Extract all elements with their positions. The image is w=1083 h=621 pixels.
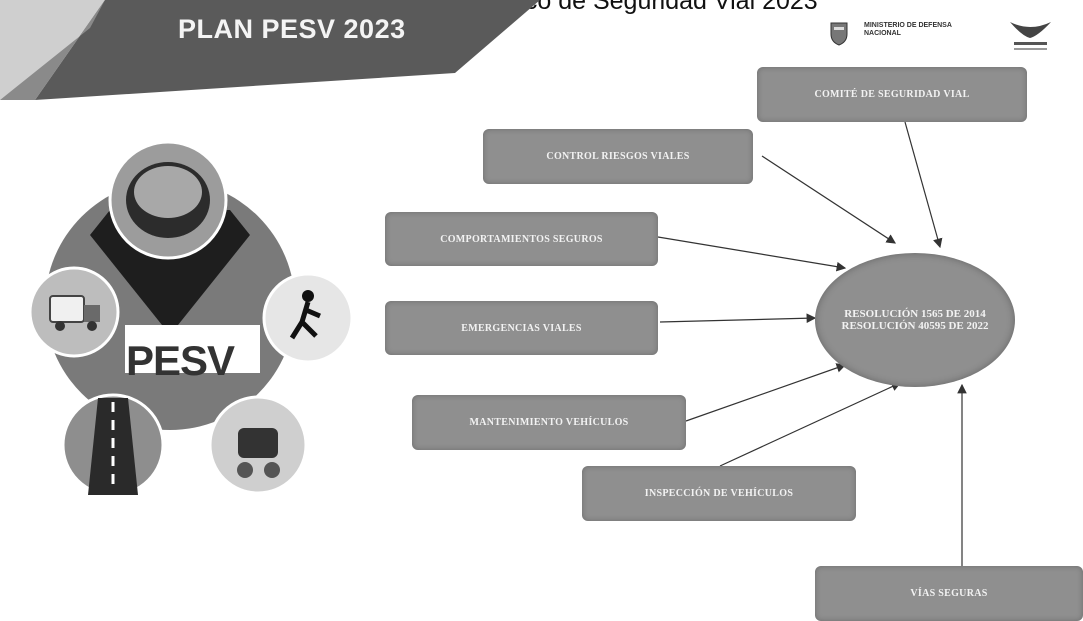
box-vias-seguras: VÍAS SEGURAS: [815, 566, 1083, 621]
box-control-riesgos-viales: CONTROL RIESGOS VIALES: [483, 129, 753, 184]
ministry-name: MINISTERIO DE DEFENSA NACIONAL: [864, 22, 952, 37]
center-resolutions: RESOLUCIÓN 1565 DE 2014 RESOLUCIÓN 40595…: [815, 253, 1015, 387]
box-emergencias-viales: EMERGENCIAS VIALES: [385, 301, 658, 355]
title-banner: [0, 0, 540, 100]
resolution-1565: RESOLUCIÓN 1565 DE 2014: [844, 308, 986, 320]
coat-of-arms-icon: [830, 22, 848, 46]
box-comite-seguridad-vial: COMITÉ DE SEGURIDAD VIAL: [757, 67, 1027, 122]
box-inspeccion-vehiculos: INSPECCIÓN DE VEHÍCULOS: [582, 466, 856, 521]
banner-title: PLAN PESV 2023: [178, 14, 406, 44]
box-comportamientos-seguros: COMPORTAMIENTOS SEGUROS: [385, 212, 658, 266]
pesv-logo: [30, 140, 354, 497]
box-mantenimiento-vehiculos: MANTENIMIENTO VEHÍCULOS: [412, 395, 686, 450]
ministry-header: MINISTERIO DE DEFENSA NACIONAL: [820, 16, 1083, 60]
connector-arrows: [657, 121, 967, 566]
resolution-40595: RESOLUCIÓN 40595 DE 2022: [841, 320, 989, 332]
pesv-logo-text: PESV: [126, 337, 235, 384]
wings-logo-icon: [1010, 22, 1051, 50]
